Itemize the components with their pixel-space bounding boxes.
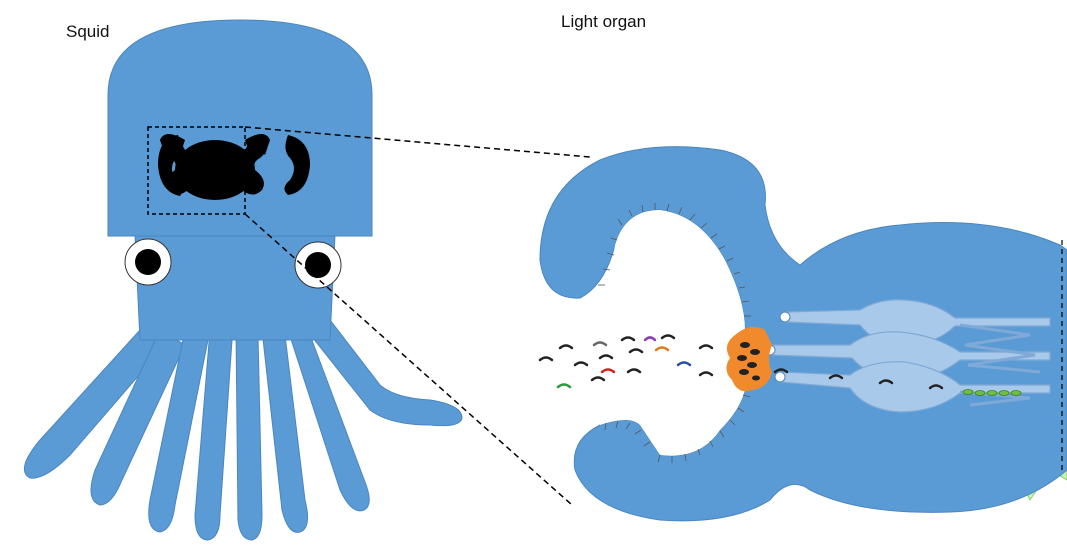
squid-eye-right	[295, 242, 341, 288]
squid-illustration	[24, 20, 462, 540]
mucus-aggregate	[726, 327, 772, 391]
squid-eye-left	[125, 239, 171, 285]
light-organ-cross-section	[540, 147, 1067, 521]
squid-tentacles	[24, 320, 462, 540]
